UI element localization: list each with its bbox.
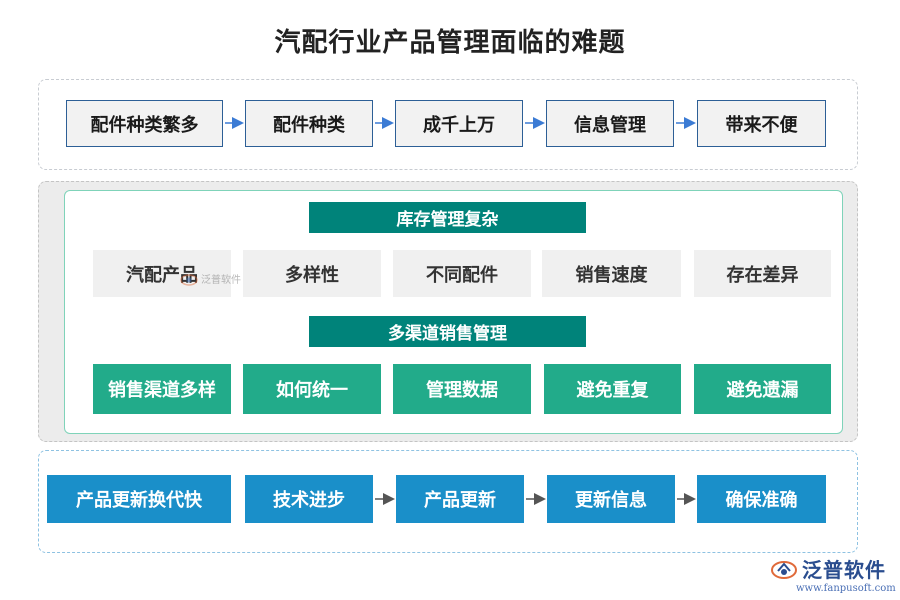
sales-item-1: 销售渠道多样 bbox=[93, 364, 231, 414]
sales-item-2: 如何统一 bbox=[243, 364, 381, 414]
row1-box-3: 成千上万 bbox=[395, 100, 523, 147]
row4-box-3: 产品更新 bbox=[396, 475, 524, 523]
row1-box-4: 信息管理 bbox=[546, 100, 674, 147]
row4-box-4: 更新信息 bbox=[547, 475, 675, 523]
row1-box-1: 配件种类繁多 bbox=[66, 100, 223, 147]
row4-box-1: 产品更新换代快 bbox=[47, 475, 231, 523]
brand-logo-icon bbox=[180, 273, 198, 286]
diagram-title: 汽配行业产品管理面临的难题 bbox=[274, 28, 626, 58]
brand-logo-icon bbox=[771, 560, 797, 579]
row1-box-2: 配件种类 bbox=[245, 100, 373, 147]
watermark-small-text: 泛普软件 bbox=[201, 275, 241, 286]
brand-url: www.fanpusoft.com bbox=[796, 583, 896, 594]
row4-box-5: 确保准确 bbox=[697, 475, 826, 523]
inventory-item-1: 汽配产品 bbox=[93, 250, 231, 297]
sales-header: 多渠道销售管理 bbox=[309, 316, 586, 347]
watermark-small: 泛普软件 bbox=[180, 271, 241, 286]
sales-item-4: 避免重复 bbox=[544, 364, 681, 414]
brand-name: 泛普软件 bbox=[802, 558, 886, 582]
row4-box-2: 技术进步 bbox=[245, 475, 373, 523]
inventory-item-3: 不同配件 bbox=[393, 250, 531, 297]
row1-box-5: 带来不便 bbox=[697, 100, 826, 147]
inventory-item-2: 多样性 bbox=[243, 250, 381, 297]
sales-item-3: 管理数据 bbox=[393, 364, 531, 414]
inventory-header: 库存管理复杂 bbox=[309, 202, 586, 233]
brand-watermark: 泛普软件 bbox=[770, 554, 886, 583]
inventory-item-5: 存在差异 bbox=[694, 250, 831, 297]
inventory-item-4: 销售速度 bbox=[542, 250, 681, 297]
sales-item-5: 避免遗漏 bbox=[694, 364, 831, 414]
